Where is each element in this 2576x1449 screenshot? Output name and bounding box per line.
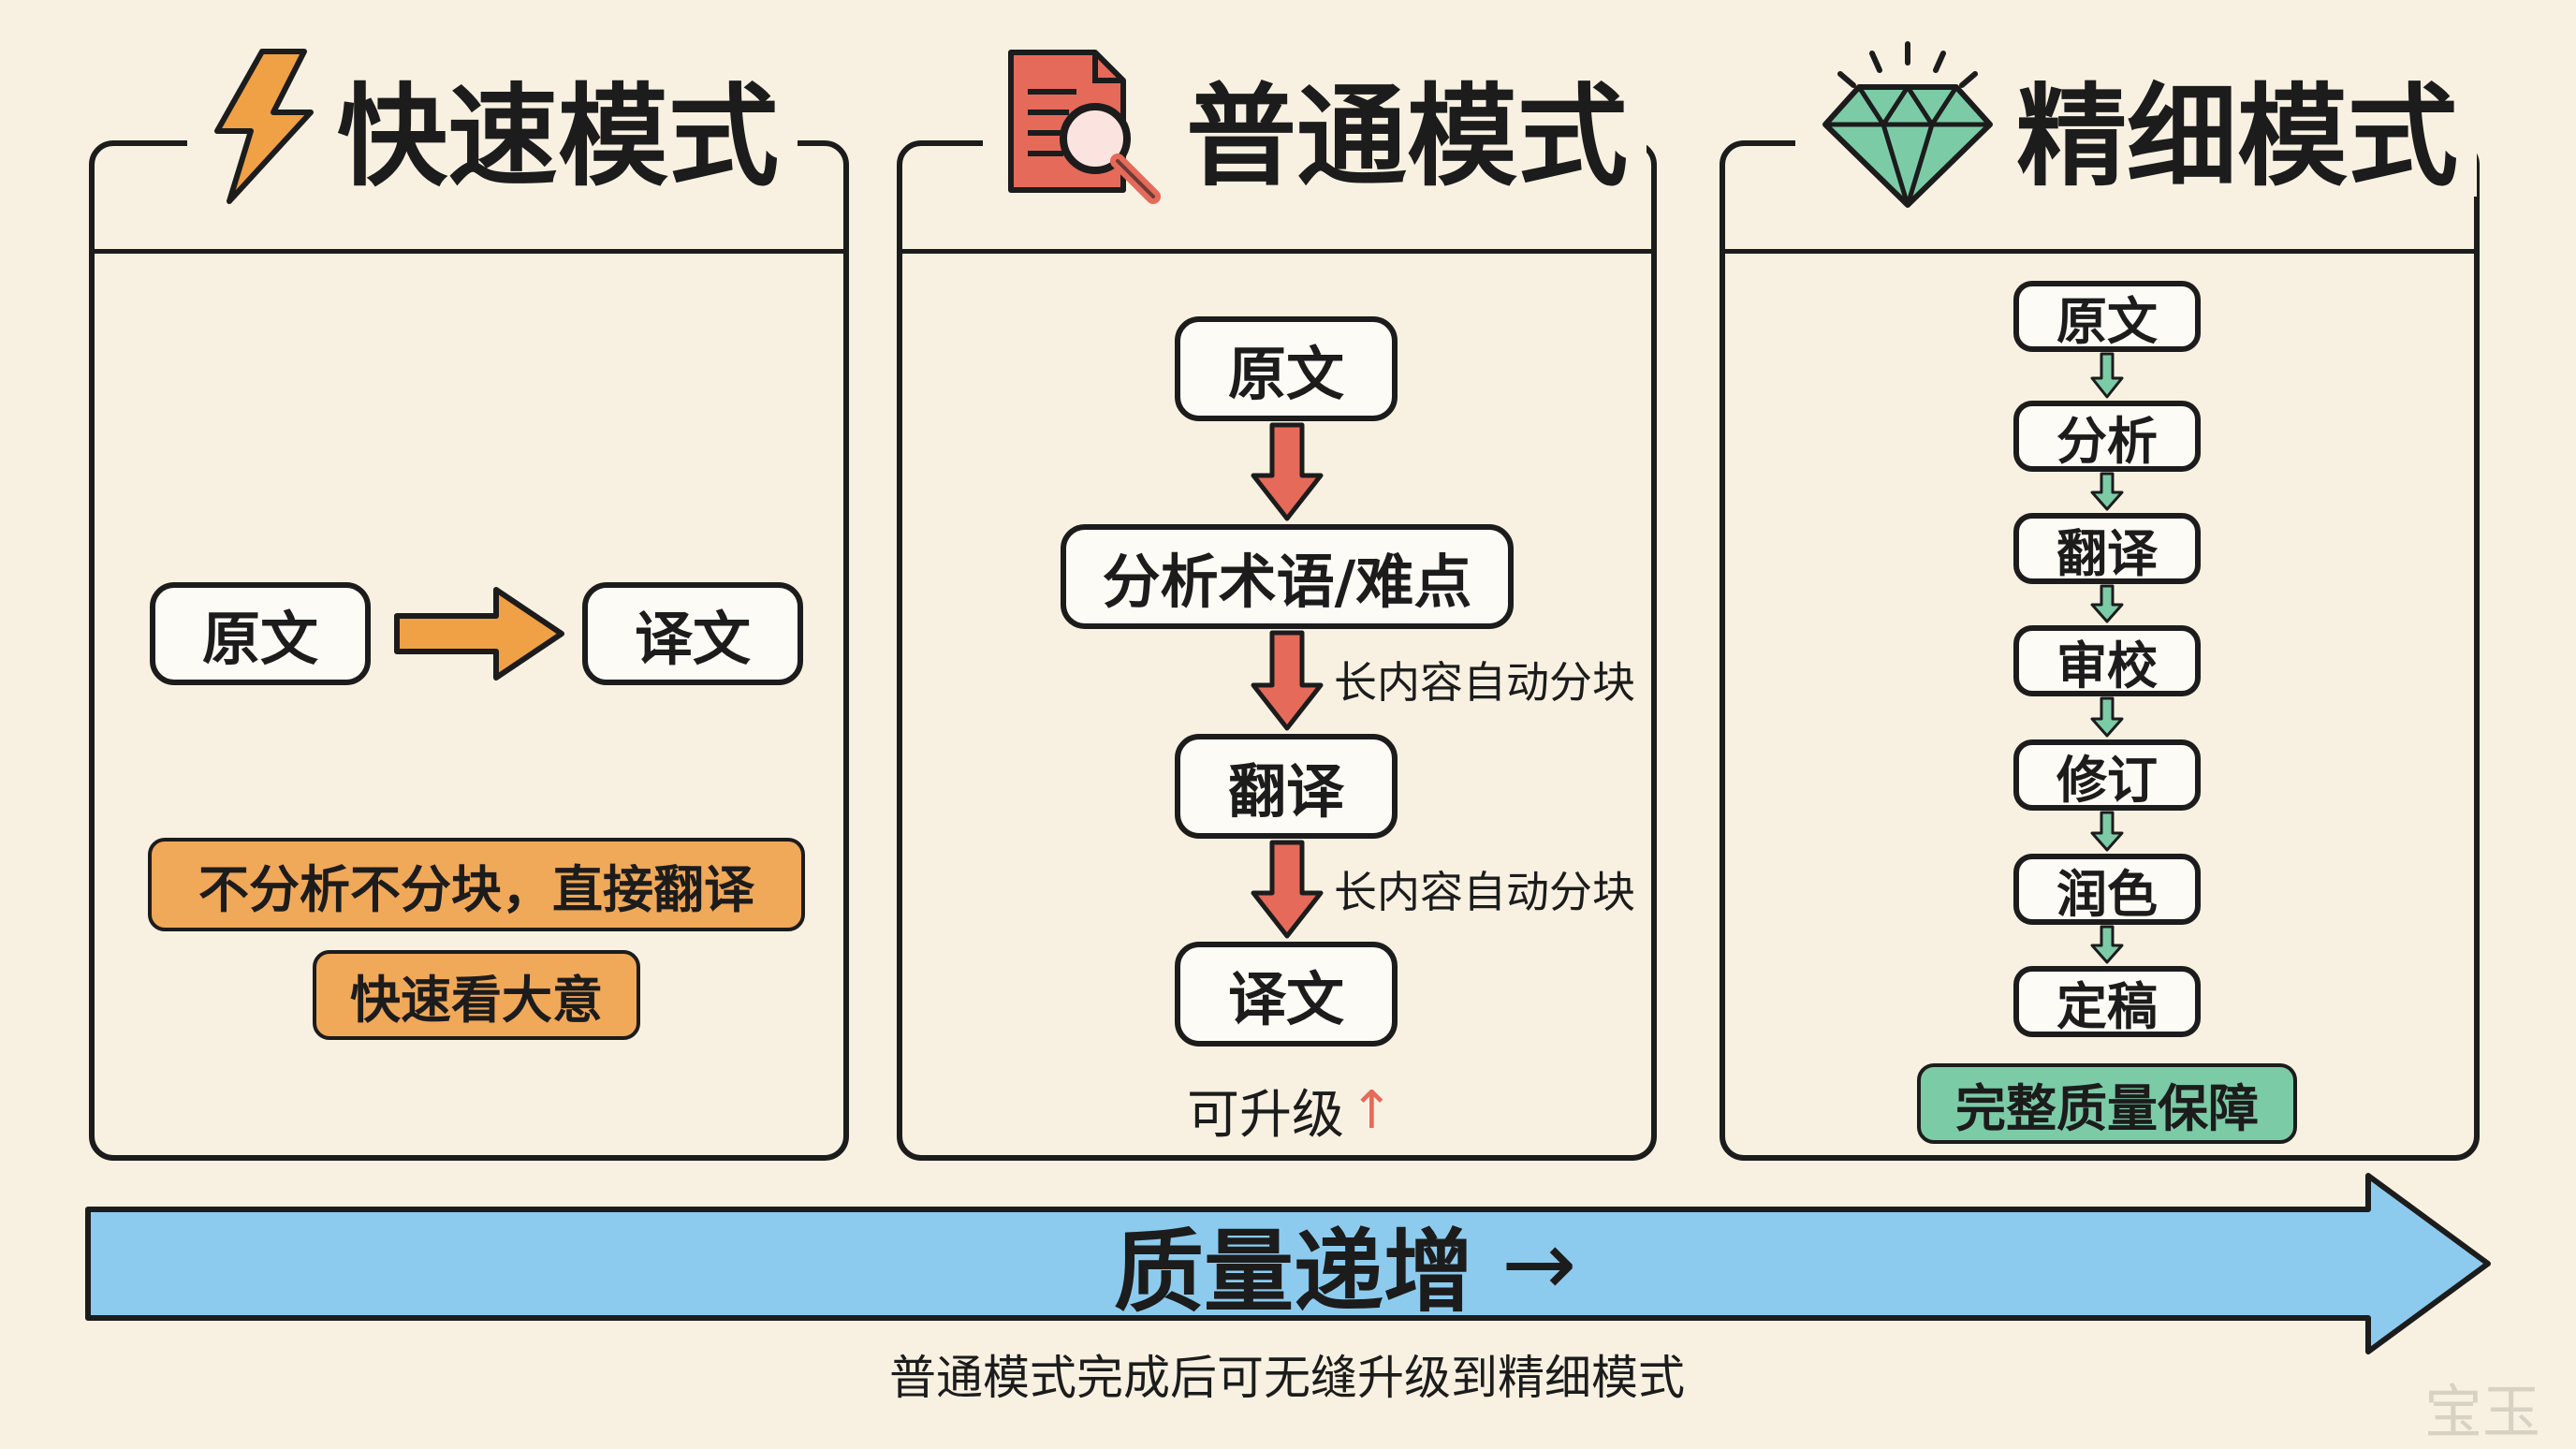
panel-divider [95,249,843,254]
normal-step-box: 分析术语/难点 [1061,524,1514,629]
normal-step-box: 原文 [1175,316,1398,421]
quality-label-group: 质量递增 → [1114,1211,1577,1325]
arrow-right-icon: → [1501,1211,1577,1316]
fine-mode-header: 精细模式 [1795,41,2478,208]
normal-step-box: 译文 [1175,942,1398,1046]
down-arrow-icon [1251,840,1324,939]
fast-source-box: 原文 [150,582,371,685]
fine-step-box: 翻译 [2013,513,2201,584]
panel-divider [1725,249,2474,254]
quality-label: 质量递增 [1114,1219,1473,1325]
chunk-note: 长内容自动分块 [1334,867,1635,917]
fast-mode-header: 快速模式 [187,49,798,204]
normal-step-box: 翻译 [1175,734,1398,839]
fine-step-box: 定稿 [2013,966,2201,1037]
down-arrow-icon [2090,584,2124,623]
chunk-note: 长内容自动分块 [1334,657,1635,708]
fine-step-box: 审校 [2013,625,2201,696]
down-arrow-icon [1251,630,1324,731]
down-arrow-icon [2090,925,2124,964]
fast-target-box: 译文 [582,582,803,685]
fine-step-box: 分析 [2013,401,2201,472]
down-arrow-icon [1251,422,1324,521]
fast-mode-title: 快速模式 [337,71,780,201]
fine-step-box: 润色 [2013,854,2201,925]
fast-note-tag: 快速看大意 [313,950,640,1040]
down-arrow-icon [2090,472,2124,511]
upgrade-note: 可升级 ↑ [1187,1073,1394,1149]
diamond-icon [1822,41,1993,208]
fine-step-box: 原文 [2013,281,2201,352]
upgrade-caption: 普通模式完成后可无缝升级到精细模式 [889,1351,1685,1405]
lightning-icon [214,49,314,204]
fine-step-box: 修订 [2013,739,2201,811]
down-arrow-icon [2090,352,2124,399]
normal-mode-title: 普通模式 [1186,71,1629,201]
watermark: 宝玉 [2424,1378,2541,1446]
normal-mode-header: 普通模式 [983,49,1647,204]
fine-mode-title: 精细模式 [2016,71,2459,201]
quality-arrow-bar [85,1173,2491,1354]
panel-divider [902,249,1651,254]
quality-guarantee-tag: 完整质量保障 [1917,1063,2297,1144]
fast-flow-arrow [394,587,564,681]
fast-note-tag: 不分析不分块，直接翻译 [148,838,805,931]
arrow-up-icon: ↑ [1350,1080,1394,1141]
document-search-icon [1008,49,1161,204]
down-arrow-icon [2090,696,2124,738]
down-arrow-icon [2090,811,2124,852]
upgrade-label: 可升级 [1187,1085,1344,1146]
